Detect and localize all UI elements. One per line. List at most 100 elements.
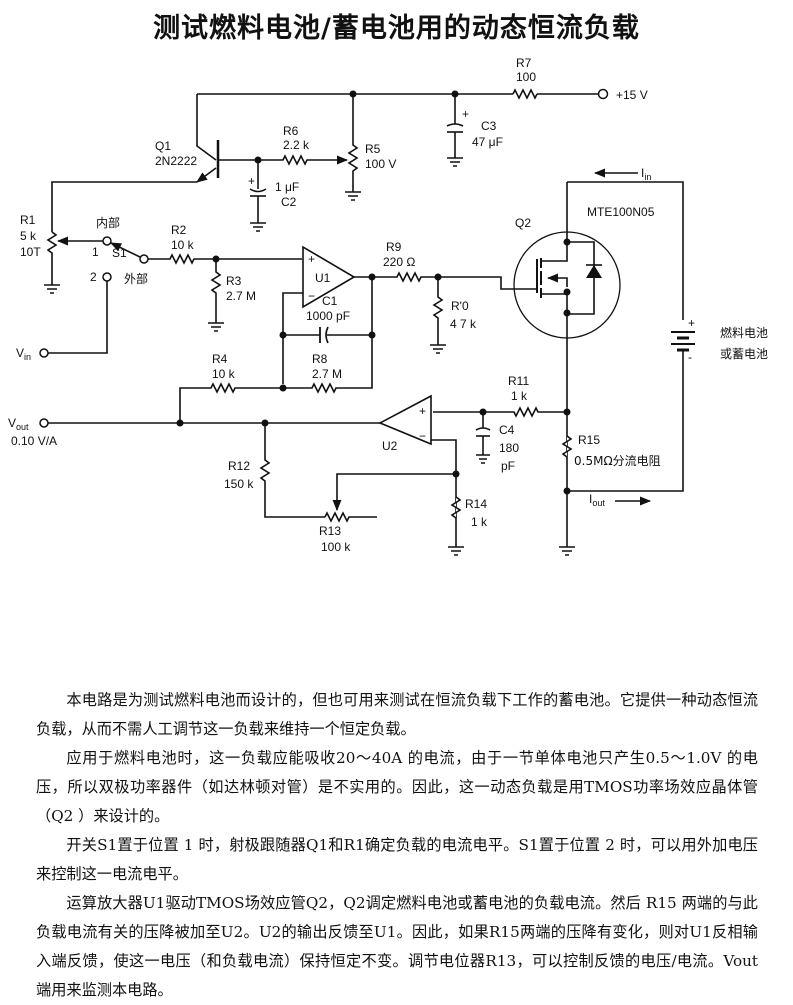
r6-value: 2.2 k bbox=[283, 138, 310, 152]
vin-label: Vin bbox=[16, 346, 31, 362]
r10-ref: R'0 bbox=[451, 299, 469, 313]
r15-resistor: R15 0.5MΩ分流电阻 bbox=[559, 433, 661, 556]
svg-text:-: - bbox=[688, 350, 692, 364]
description-paragraph: 本电路是为测试燃料电池而设计的，但也可用来测试在恒流负载下工作的蓄电池。它提供一… bbox=[36, 691, 758, 738]
q1-ref: Q1 bbox=[155, 139, 171, 153]
c4-value: 180 bbox=[499, 441, 519, 455]
c3-value: 47 μF bbox=[472, 135, 503, 149]
r9-resistor: R9 220 Ω bbox=[380, 240, 537, 290]
r14-resistor: R14 1 k bbox=[448, 496, 488, 556]
r4-resistor: R4 10 k bbox=[179, 352, 283, 423]
c1-ref: C1 bbox=[322, 294, 338, 308]
r3-resistor: R3 2.7 M bbox=[208, 259, 256, 332]
s1-pos2-label: 外部 bbox=[124, 271, 148, 286]
r15-ref: R15 bbox=[578, 433, 600, 447]
iin-label: Iin bbox=[641, 166, 651, 182]
u2-opamp: + − U2 bbox=[378, 394, 460, 547]
svg-text:−: − bbox=[419, 429, 426, 443]
description-text: 本电路是为测试燃料电池而设计的，但也可用来测试在恒流负载下工作的蓄电池。它提供一… bbox=[36, 686, 758, 1005]
r2-value: 10 k bbox=[171, 238, 195, 252]
supply-terminal[interactable]: +15 V bbox=[597, 88, 648, 102]
svg-text:+: + bbox=[248, 174, 255, 188]
r8-ref: R8 bbox=[312, 352, 328, 366]
s1-ref: S1 bbox=[112, 246, 127, 260]
r10-value: 4 7 k bbox=[450, 317, 477, 331]
c4-unit: pF bbox=[501, 459, 515, 473]
c4-capacitor: C4 180 pF bbox=[475, 412, 519, 473]
battery: + - 燃料电池 或蓄电池 bbox=[567, 316, 768, 492]
battery-label-line2: 或蓄电池 bbox=[720, 347, 768, 361]
vout-scale: 0.10 V/A bbox=[11, 434, 57, 448]
s1-pos2-num: 2 bbox=[90, 270, 97, 284]
u2-ref: U2 bbox=[382, 439, 398, 453]
r15-value: 0.5MΩ分流电阻 bbox=[574, 454, 661, 468]
r14-ref: R14 bbox=[465, 497, 487, 511]
iin-label-group: Iin bbox=[567, 166, 684, 320]
r11-value: 1 k bbox=[511, 389, 528, 403]
c2-ref: C2 bbox=[281, 195, 297, 209]
svg-text:+: + bbox=[419, 404, 426, 418]
q2-mosfet: Q2 MTE100N05 bbox=[513, 182, 655, 339]
svg-text:−: − bbox=[308, 289, 315, 303]
q2-ref: Q2 bbox=[515, 216, 531, 230]
r9-ref: R9 bbox=[386, 240, 402, 254]
svg-text:+: + bbox=[462, 107, 469, 121]
r8-value: 2.7 M bbox=[312, 367, 342, 381]
circuit-schematic: R7 100 +15 V + C3 47 μF R5 100 V Q1 2N22… bbox=[8, 56, 768, 556]
iout-label-group: Iout bbox=[589, 492, 652, 508]
u1-opamp: + − U1 bbox=[282, 245, 380, 384]
r11-ref: R11 bbox=[508, 374, 529, 388]
r1-value: 5 k bbox=[20, 229, 37, 243]
c3-ref: C3 bbox=[481, 119, 497, 133]
r1-turns: 10T bbox=[20, 245, 41, 259]
c2-capacitor: + 1 μF C2 bbox=[248, 160, 299, 232]
vout-terminal[interactable]: Vout 0.10 V/A bbox=[8, 416, 380, 448]
c3-capacitor: + C3 47 μF bbox=[446, 94, 503, 167]
r2-resistor: R2 10 k bbox=[148, 223, 302, 265]
c1-capacitor: C1 1000 pF bbox=[279, 277, 376, 384]
r6-resistor: R6 2.2 k bbox=[258, 124, 349, 166]
battery-label-line1: 燃料电池 bbox=[720, 325, 768, 340]
r5-potentiometer: R5 100 V bbox=[345, 94, 396, 201]
q1-value: 2N2222 bbox=[155, 154, 197, 168]
r1-ref: R1 bbox=[20, 213, 36, 227]
r7-value: 100 bbox=[516, 70, 536, 84]
r9-value: 220 Ω bbox=[383, 255, 415, 269]
description-paragraph: 运算放大器U1驱动TMOS场效应管Q2，Q2调定燃料电池或蓄电池的负载电流。然后… bbox=[36, 894, 758, 999]
r10-resistor: R'0 4 7 k bbox=[430, 277, 477, 354]
r3-ref: R3 bbox=[226, 274, 242, 288]
r12-resistor: R12 150 k bbox=[224, 423, 325, 518]
iout-label: Iout bbox=[589, 492, 605, 508]
r5-ref: R5 bbox=[365, 142, 381, 156]
vin-terminal[interactable]: Vin bbox=[16, 281, 108, 362]
r12-ref: R12 bbox=[228, 459, 250, 473]
r5-value: 100 V bbox=[365, 157, 396, 171]
r6-ref: R6 bbox=[283, 124, 299, 138]
u1-ref: U1 bbox=[315, 271, 331, 285]
diagram-title: 测试燃料电池/蓄电池用的动态恒流负载 bbox=[153, 13, 640, 44]
c4-ref: C4 bbox=[499, 423, 515, 437]
r4-value: 10 k bbox=[212, 367, 236, 381]
r8-resistor: R8 2.7 M bbox=[279, 352, 373, 394]
c1-value: 1000 pF bbox=[306, 309, 350, 323]
vout-label: Vout bbox=[8, 416, 29, 432]
supply-label: +15 V bbox=[616, 88, 648, 102]
r13-ref: R13 bbox=[319, 524, 341, 538]
r13-potentiometer: R13 100 k bbox=[319, 473, 456, 554]
description-paragraph: 应用于燃料电池时，这一负载应能吸收20～40A 的电流，由于一节单体电池只产生0… bbox=[36, 749, 758, 825]
r13-value: 100 k bbox=[321, 540, 351, 554]
r2-ref: R2 bbox=[171, 223, 187, 237]
s1-switch[interactable]: S1 1 内部 2 外部 bbox=[90, 215, 149, 286]
r7-resistor: R7 100 bbox=[512, 56, 538, 100]
r7-ref: R7 bbox=[516, 56, 532, 70]
r14-value: 1 k bbox=[471, 515, 488, 529]
s1-pos1-num: 1 bbox=[92, 245, 99, 259]
r3-value: 2.7 M bbox=[226, 289, 256, 303]
r4-ref: R4 bbox=[212, 352, 228, 366]
top-rail bbox=[197, 90, 598, 98]
r1-potentiometer: R1 5 k 10T bbox=[20, 213, 104, 294]
svg-text:+: + bbox=[688, 316, 695, 330]
r12-value: 150 k bbox=[224, 477, 254, 491]
svg-text:+: + bbox=[308, 252, 315, 266]
c2-value: 1 μF bbox=[275, 180, 299, 194]
